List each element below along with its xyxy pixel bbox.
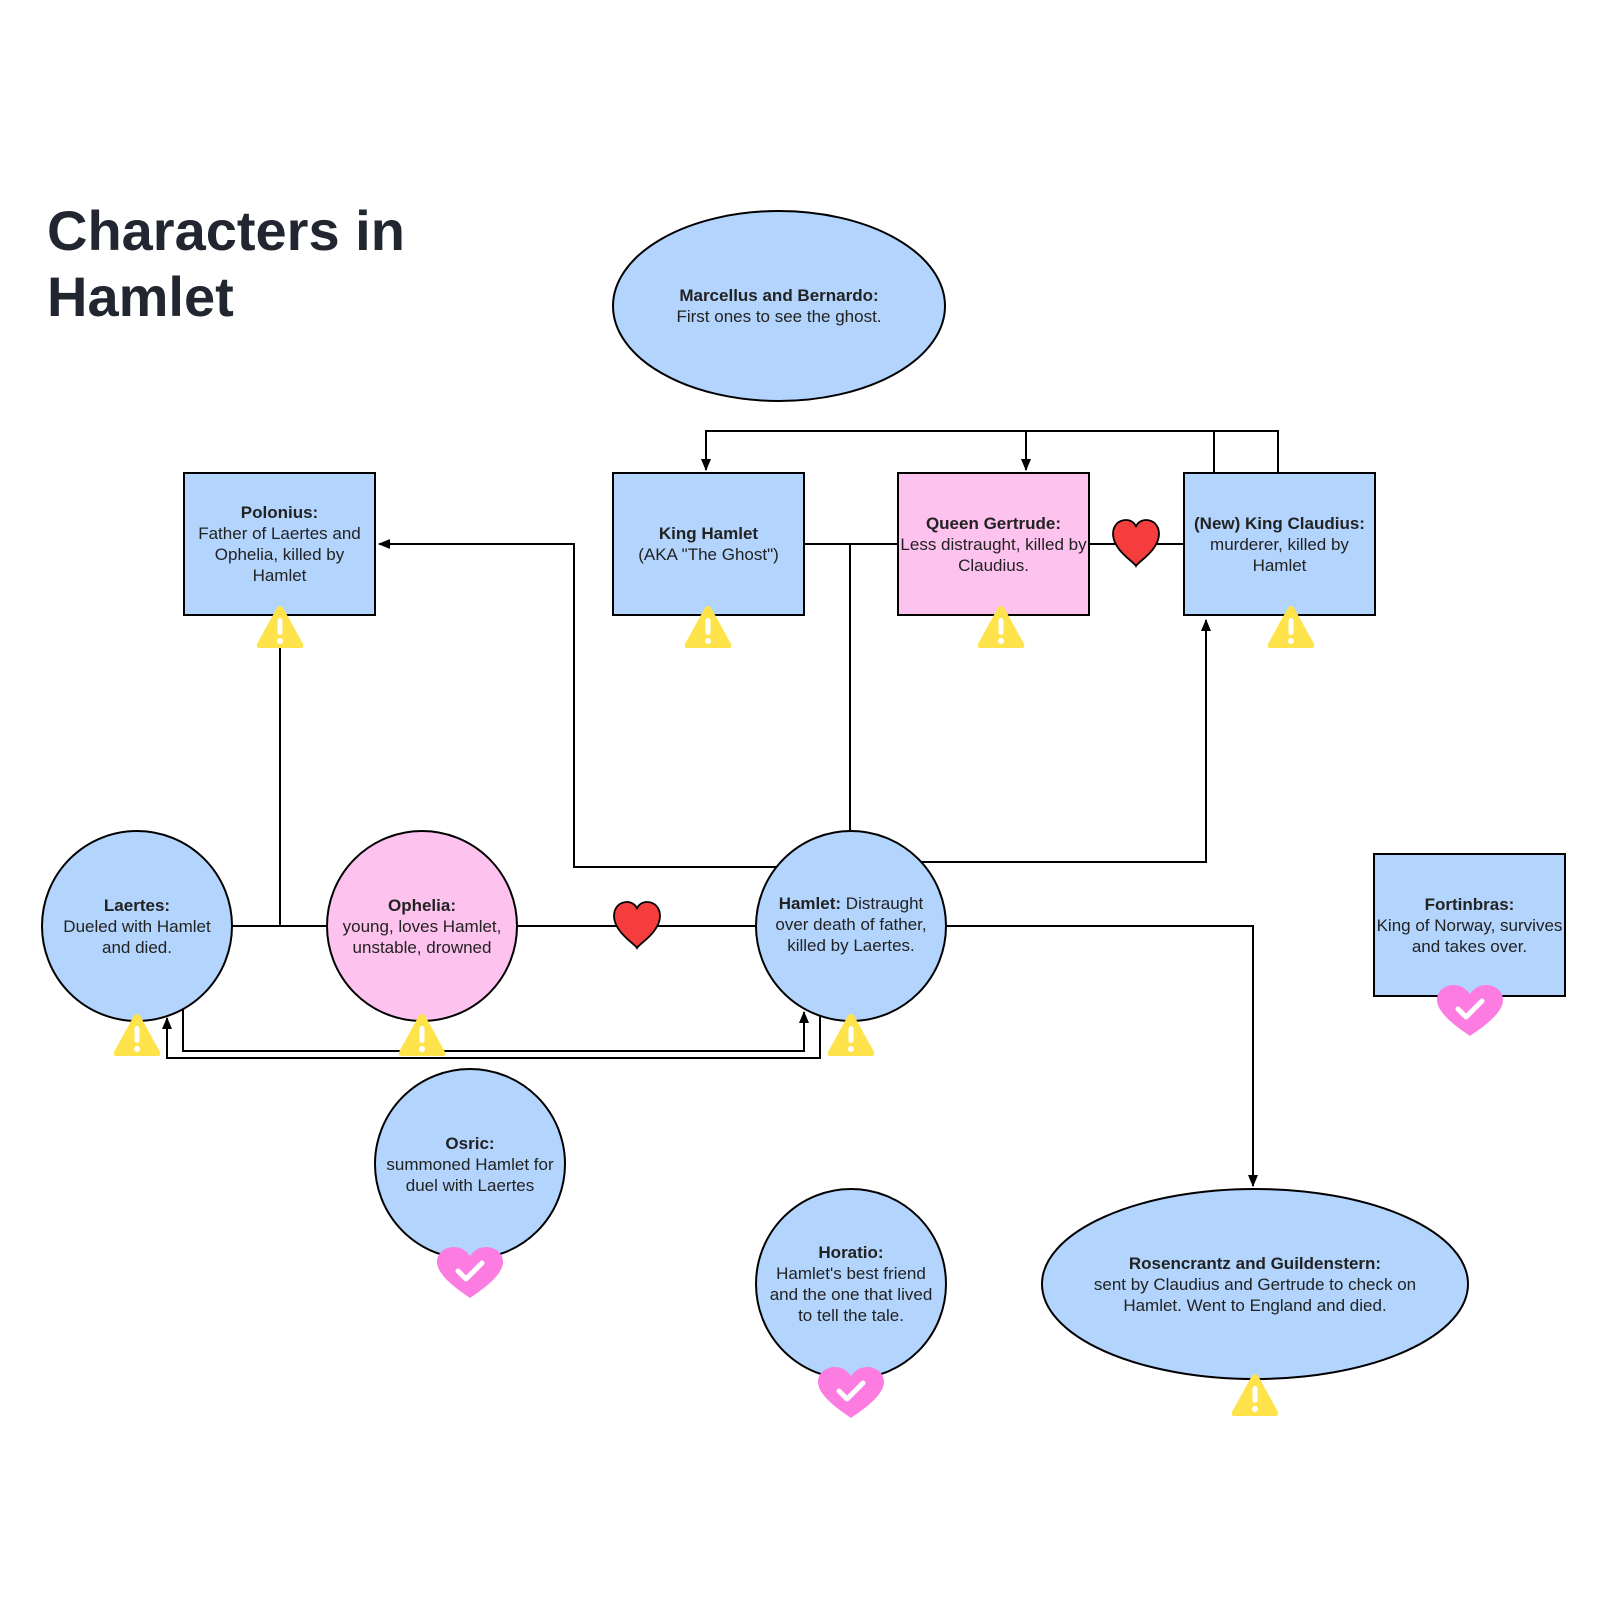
node-name: Queen Gertrude: <box>925 513 1062 533</box>
node-king-hamlet[interactable]: King Hamlet (AKA "The Ghost") <box>615 475 802 613</box>
node-description: Less distraught, killed by Claudius. <box>900 534 1087 575</box>
connectors <box>162 430 1279 1187</box>
page-title: Characters in Hamlet <box>47 198 405 330</box>
link-laertes-to-hamlet <box>182 1008 809 1052</box>
node-fortinbras-shape <box>1373 853 1566 997</box>
node-name: Rosencrantz and Guildenstern: <box>1128 1253 1382 1273</box>
node-description: First ones to see the ghost. <box>676 307 882 326</box>
warning-icon <box>1231 1374 1279 1416</box>
link-hamlet-to-rosencrantz <box>946 925 1258 1187</box>
node-rosencrantz[interactable]: Rosencrantz and Guildenstern: sent by Cl… <box>1072 1234 1438 1334</box>
node-description: murderer, killed by Hamlet <box>1210 534 1349 575</box>
node-claudius[interactable]: (New) King Claudius: murderer, killed by… <box>1186 475 1373 613</box>
nodes <box>41 210 1566 1380</box>
link-claudius-to-gertrude <box>1021 430 1279 474</box>
node-description: Father of Laertes and Ophelia, killed by… <box>198 524 361 585</box>
link-hamlet-to-claudius <box>920 619 1211 863</box>
node-king-hamlet-shape <box>612 472 805 616</box>
node-laertes[interactable]: Laertes: Dueled with Hamlet and died. <box>52 866 222 986</box>
node-description: (AKA "The Ghost") <box>638 545 779 564</box>
node-description: young, loves Hamlet, unstable, drowned <box>342 916 502 957</box>
node-marcellus[interactable]: Marcellus and Bernardo: First ones to se… <box>643 276 915 336</box>
node-name: (New) King Claudius: <box>1194 513 1365 533</box>
node-description: Dueled with Hamlet and died. <box>63 916 211 957</box>
node-description: Hamlet's best friend and the one that li… <box>769 1264 933 1325</box>
page-title-line-1: Characters in <box>47 199 405 262</box>
node-gertrude-shape <box>897 472 1090 616</box>
link-kinghamlet-gertrude-to-hamlet <box>802 543 898 830</box>
node-description: Distraught over death of father, killed … <box>775 894 927 955</box>
node-polonius[interactable]: Polonius: Father of Laertes and Ophelia,… <box>186 475 373 613</box>
node-ophelia[interactable]: Ophelia: young, loves Hamlet, unstable, … <box>332 866 512 986</box>
node-horatio[interactable]: Horatio: Hamlet's best friend and the on… <box>764 1214 938 1354</box>
node-fortinbras[interactable]: Fortinbras: King of Norway, survives and… <box>1376 856 1563 994</box>
love-heart-icon <box>1112 519 1160 567</box>
node-description: sent by Claudius and Gertrude to check o… <box>1093 1274 1417 1315</box>
node-description: summoned Hamlet for duel with Laertes <box>386 1154 554 1195</box>
node-name: Hamlet: <box>778 894 842 913</box>
node-name: Marcellus and Bernardo: <box>679 286 879 305</box>
node-marcellus-shape <box>612 210 946 402</box>
link-hamlet-to-laertes <box>162 1016 821 1059</box>
node-description: King of Norway, survives and takes over. <box>1376 915 1563 956</box>
node-name: Horatio: <box>818 1243 884 1262</box>
link-hamlet-to-polonius <box>378 539 777 868</box>
node-name: Ophelia: <box>387 895 456 915</box>
node-claudius-shape <box>1183 472 1376 616</box>
node-hamlet[interactable]: Hamlet: Distraught over death of father,… <box>764 866 938 986</box>
page-title-line-2: Hamlet <box>47 265 234 328</box>
node-name: Laertes: <box>103 895 171 915</box>
node-gertrude[interactable]: Queen Gertrude: Less distraught, killed … <box>900 475 1087 613</box>
node-name: Polonius: <box>240 503 319 522</box>
link-claudius-to-kinghamlet <box>701 430 1215 474</box>
node-osric[interactable]: Osric: summoned Hamlet for duel with Lae… <box>383 1104 557 1224</box>
node-polonius-shape <box>183 472 376 616</box>
node-name: King Hamlet <box>658 524 759 543</box>
love-heart-icon <box>613 901 661 949</box>
node-name: Osric: <box>445 1133 495 1153</box>
node-name: Fortinbras: <box>1424 894 1515 914</box>
